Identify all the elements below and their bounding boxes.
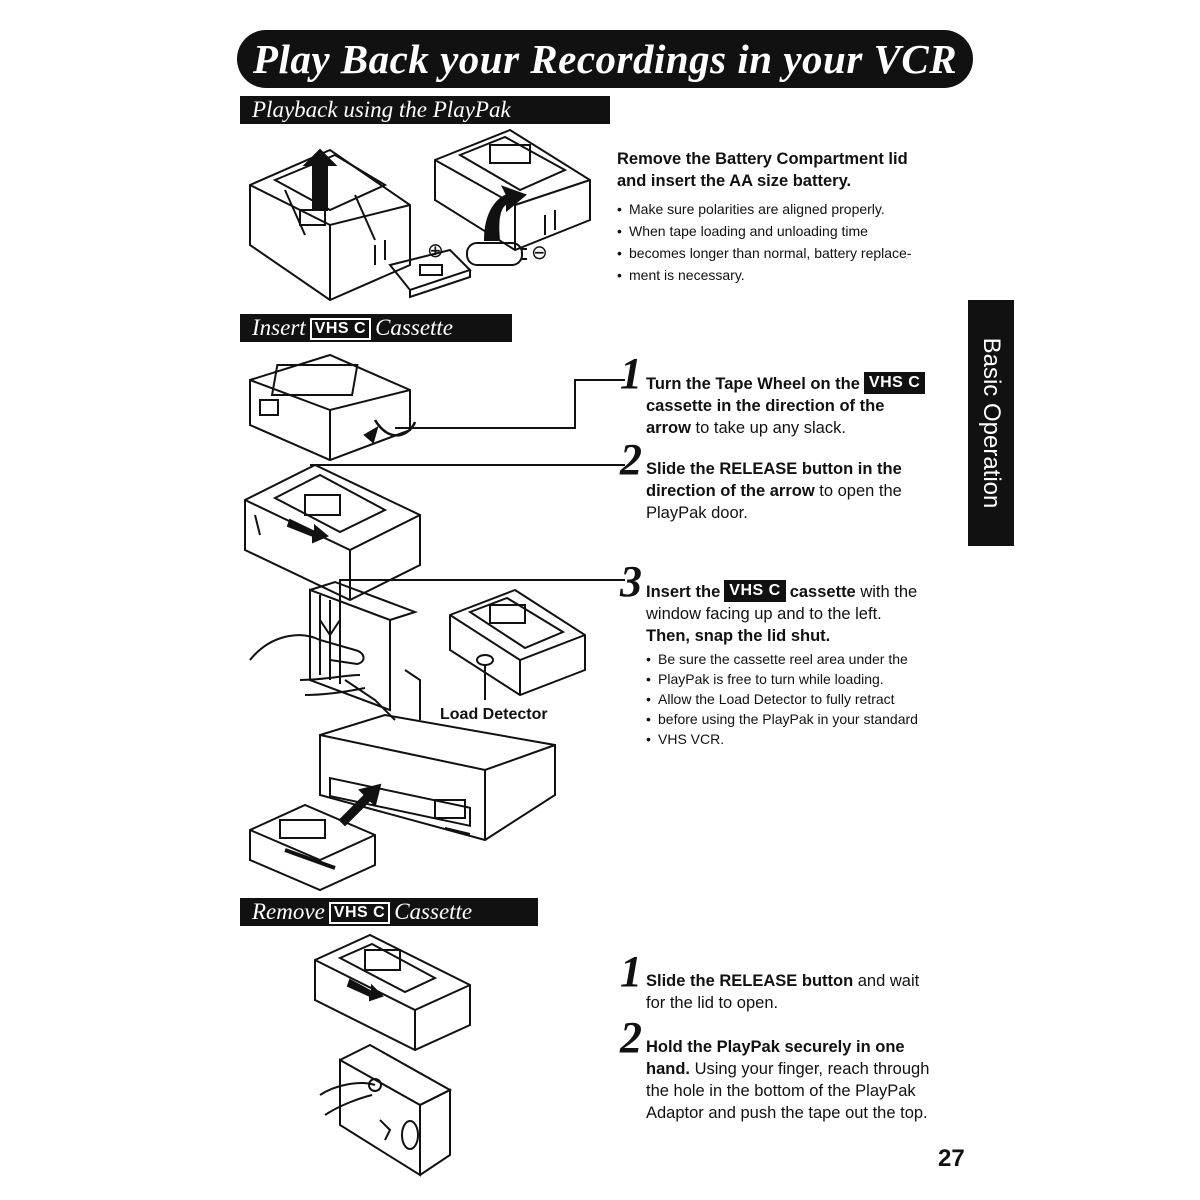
bullet-continuation: ment is necessary. — [617, 264, 957, 286]
bullet-continuation: becomes longer than normal, battery repl… — [617, 242, 957, 264]
page-title: Play Back your Recordings in your VCR — [237, 30, 973, 88]
section-heading-playback: Playback using the PlayPak — [240, 96, 610, 124]
step-number: 3 — [620, 557, 642, 606]
remove-step-2: 2 Hold the PlayPak securely in one hand.… — [620, 1016, 965, 1124]
bullet-continuation: VHS VCR. — [646, 729, 965, 749]
battery-lid-drawing — [390, 250, 470, 297]
bullet-continuation: before using the PlayPak in your standar… — [646, 709, 965, 729]
load-detector-label: Load Detector — [440, 706, 548, 723]
vhsc-logo: VHS C — [724, 580, 786, 602]
step-number: 2 — [620, 1013, 642, 1062]
insert-step-2: 2 Slide the RELEASE button in the direct… — [620, 438, 960, 524]
playpak-right-drawing — [435, 130, 590, 250]
release-arrow-icon — [288, 520, 327, 542]
step-text: Hold the PlayPak securely in one hand. U… — [646, 1038, 930, 1122]
bullet-item: When tape loading and unloading time — [617, 220, 957, 242]
hand-inserting-drawing — [250, 582, 420, 720]
up-arrow-icon — [305, 150, 335, 210]
insert-arrow-icon — [340, 785, 380, 825]
load-detector-drawing — [450, 590, 585, 700]
playpak-release-drawing — [315, 935, 470, 1050]
battery-heading-line2: and insert the AA size battery. — [617, 172, 852, 190]
bullet-item: Make sure polarities are aligned properl… — [617, 198, 957, 220]
step-number: 1 — [620, 947, 642, 996]
bullet-item: Be sure the cassette reel area under the — [646, 649, 965, 669]
step-text: Slide the RELEASE button and wait for th… — [646, 972, 920, 1012]
vhsc-cassette-drawing — [250, 355, 415, 460]
vhsc-logo: VHS C — [309, 318, 372, 340]
release-arrow-icon — [348, 980, 382, 1000]
battery-bullets: Make sure polarities are aligned properl… — [617, 198, 957, 286]
side-tab: Basic Operation — [968, 300, 1014, 546]
callout-line-step3 — [340, 580, 625, 650]
page-number: 27 — [938, 1145, 965, 1172]
plus-symbol: ⊕ — [427, 240, 444, 262]
insert-illustrations — [245, 350, 625, 880]
step-number: 2 — [620, 435, 642, 484]
battery-illustration — [245, 125, 605, 310]
curved-arrow-icon — [485, 187, 525, 240]
insert-heading-post: Cassette — [375, 315, 454, 340]
remove-heading-post: Cassette — [394, 899, 473, 924]
side-tab-label: Basic Operation — [978, 337, 1005, 509]
insert-step3-bullets: Be sure the cassette reel area under the… — [646, 649, 965, 749]
battery-instructions: Remove the Battery Compartment lid and i… — [617, 148, 957, 286]
minus-symbol: ⊖ — [531, 242, 548, 264]
battery-heading-line1: Remove the Battery Compartment lid — [617, 150, 908, 168]
callout-line-step1 — [395, 380, 625, 428]
remove-step-1: 1 Slide the RELEASE button and wait for … — [620, 950, 965, 1014]
aa-battery-drawing — [467, 243, 527, 265]
playpak-left-drawing — [250, 150, 410, 300]
step-text: Slide the RELEASE button in the directio… — [646, 460, 902, 522]
bullet-item: Allow the Load Detector to fully retract — [646, 689, 965, 709]
insert-heading-pre: Insert — [252, 315, 306, 340]
vcr-drawing — [320, 715, 555, 840]
remove-illustrations — [310, 930, 480, 1190]
step-number: 1 — [620, 349, 642, 398]
remove-heading-pre: Remove — [252, 899, 325, 924]
vhsc-logo: VHS C — [328, 902, 391, 924]
hand-removing-drawing — [320, 1045, 450, 1175]
cassette-small-drawing — [250, 805, 375, 890]
bullet-continuation: PlayPak is free to turn while loading. — [646, 669, 965, 689]
vhsc-logo: VHS C — [863, 372, 926, 394]
